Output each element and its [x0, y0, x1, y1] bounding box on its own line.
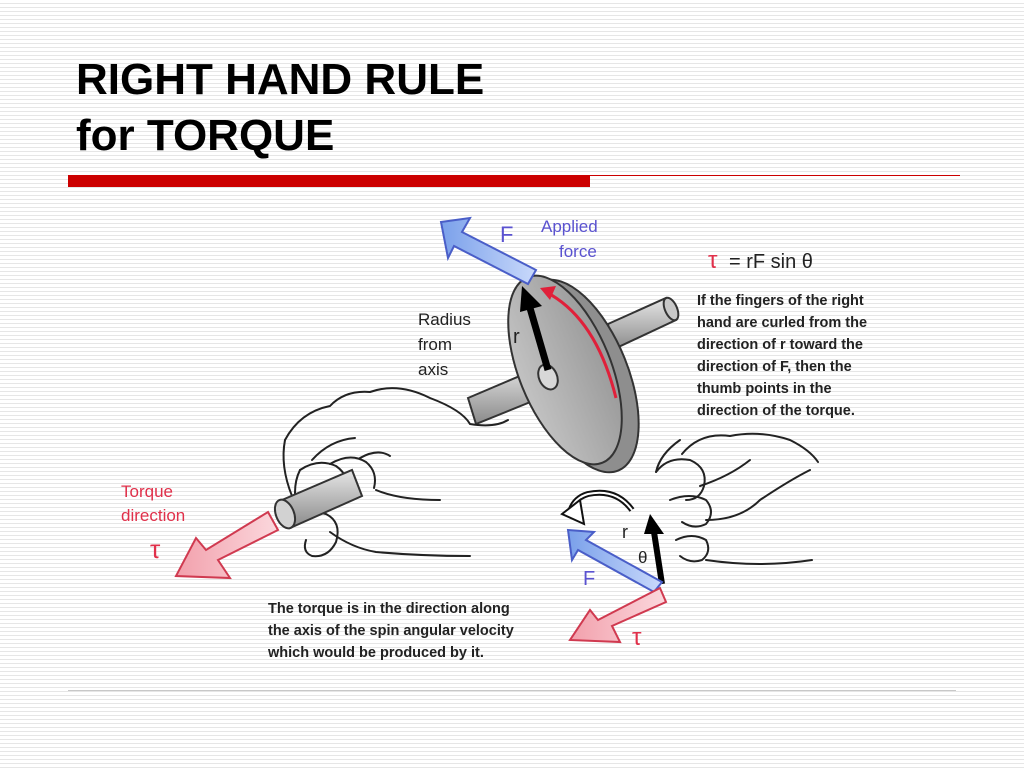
small-r-label: r	[622, 522, 628, 542]
radius-label-1: Radius	[418, 310, 471, 329]
tau-label-left: τ	[150, 534, 161, 564]
small-force-label: F	[583, 568, 595, 590]
small-f-vector	[566, 528, 664, 594]
title-underline-line	[590, 175, 960, 176]
explanation-bottom-1: The torque is in the direction along	[268, 601, 510, 617]
title-line-1: RIGHT HAND RULE	[76, 55, 485, 104]
curl-arrow	[560, 489, 635, 526]
torque-direction-arrow	[174, 510, 280, 580]
explanation-right-1: If the fingers of the right	[697, 293, 864, 309]
title-underline-bar	[68, 175, 590, 187]
axle-front	[273, 468, 364, 530]
applied-force-arrow	[439, 216, 538, 286]
force-label: F	[500, 222, 513, 247]
radius-vector	[520, 286, 552, 371]
formula-expression: = rF sin θ	[729, 251, 813, 273]
rotation-arc	[540, 286, 618, 399]
theta-label: θ	[638, 548, 647, 567]
explanation-right-3: direction of r toward the	[697, 337, 863, 353]
applied-force-label-1: Applied	[541, 217, 598, 236]
explanation-right-5: thumb points in the	[697, 381, 832, 397]
explanation-bottom-3: which would be produced by it.	[267, 645, 484, 661]
explanation-right-6: direction of the torque.	[697, 403, 855, 419]
torque-direction-label-2: direction	[121, 506, 185, 525]
torque-direction-label-1: Torque	[121, 482, 173, 501]
applied-force-label-2: force	[559, 242, 597, 261]
r-label: r	[513, 326, 520, 348]
small-torque-arrow	[568, 586, 668, 644]
formula-tau: τ	[708, 247, 718, 274]
radius-label-3: axis	[418, 360, 448, 379]
wheel	[507, 274, 640, 474]
tau-label-bottom: τ	[632, 624, 642, 651]
explanation-right-2: hand are curled from the	[697, 315, 867, 331]
radius-label-2: from	[418, 335, 452, 354]
slide-title: RIGHT HAND RULE for TORQUE	[76, 52, 484, 164]
explanation-bottom-2: the axis of the spin angular velocity	[268, 623, 514, 639]
title-line-2: for TORQUE	[76, 111, 335, 160]
explanation-right-4: direction of F, then the	[697, 359, 852, 375]
footer-divider	[68, 690, 956, 691]
small-r-vector	[644, 514, 665, 585]
right-hand	[655, 432, 819, 565]
